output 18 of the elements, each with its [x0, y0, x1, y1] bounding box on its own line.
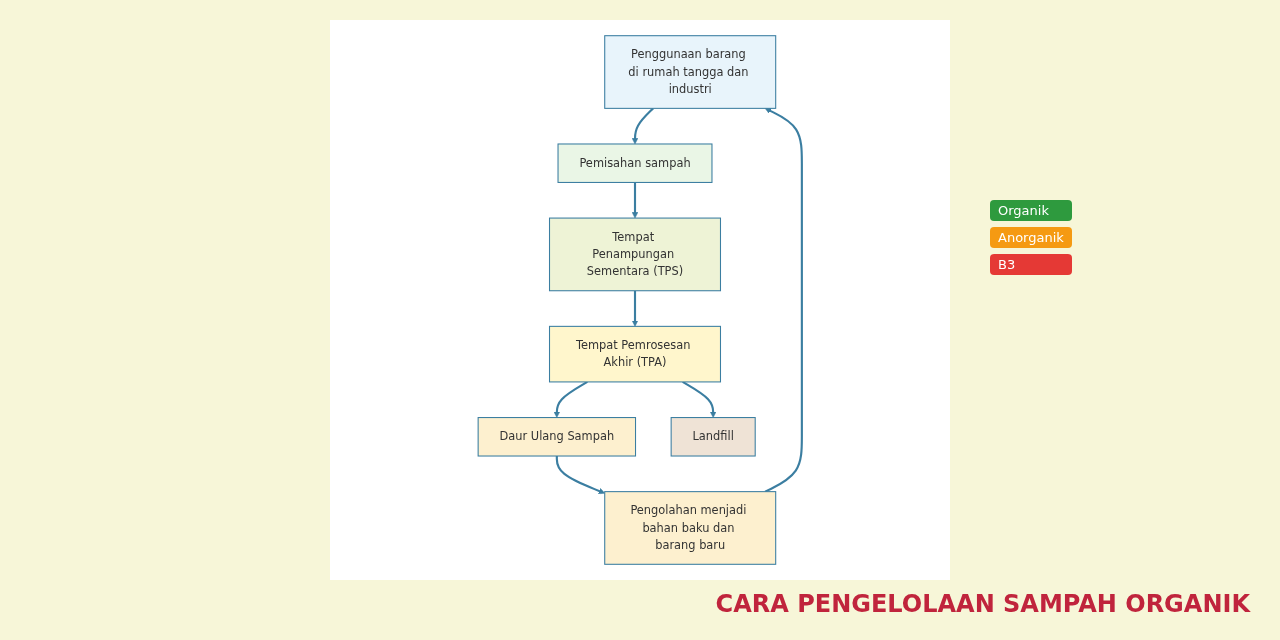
- bin-label: B3: [990, 254, 1072, 275]
- node-box: Landfill: [670, 417, 756, 457]
- arrow: [553, 381, 588, 418]
- arrow: [682, 381, 717, 418]
- node-box: Tempat Pemrosesan Akhir (TPA): [548, 325, 722, 383]
- bin-label: Anorganik: [990, 227, 1072, 248]
- bin-label: Organik: [990, 200, 1072, 221]
- node-box: Pemisahan sampah: [557, 143, 713, 183]
- node-box: Penggunaan barang di rumah tangga dan industri: [604, 35, 777, 109]
- node-box: Daur Ulang Sampah: [477, 417, 637, 457]
- node-box: Tempat Penampungan Sementara (TPS): [548, 217, 722, 292]
- arrow: [631, 107, 654, 145]
- arrow: [631, 182, 639, 219]
- arrow: [555, 456, 605, 495]
- node-box: Pengolahan menjadi bahan baku dan barang baru: [604, 491, 777, 565]
- arrow: [631, 290, 639, 327]
- title: CARA PENGELOLAAN SAMPAH ORGANIK: [715, 590, 1250, 618]
- arrow: [764, 108, 803, 493]
